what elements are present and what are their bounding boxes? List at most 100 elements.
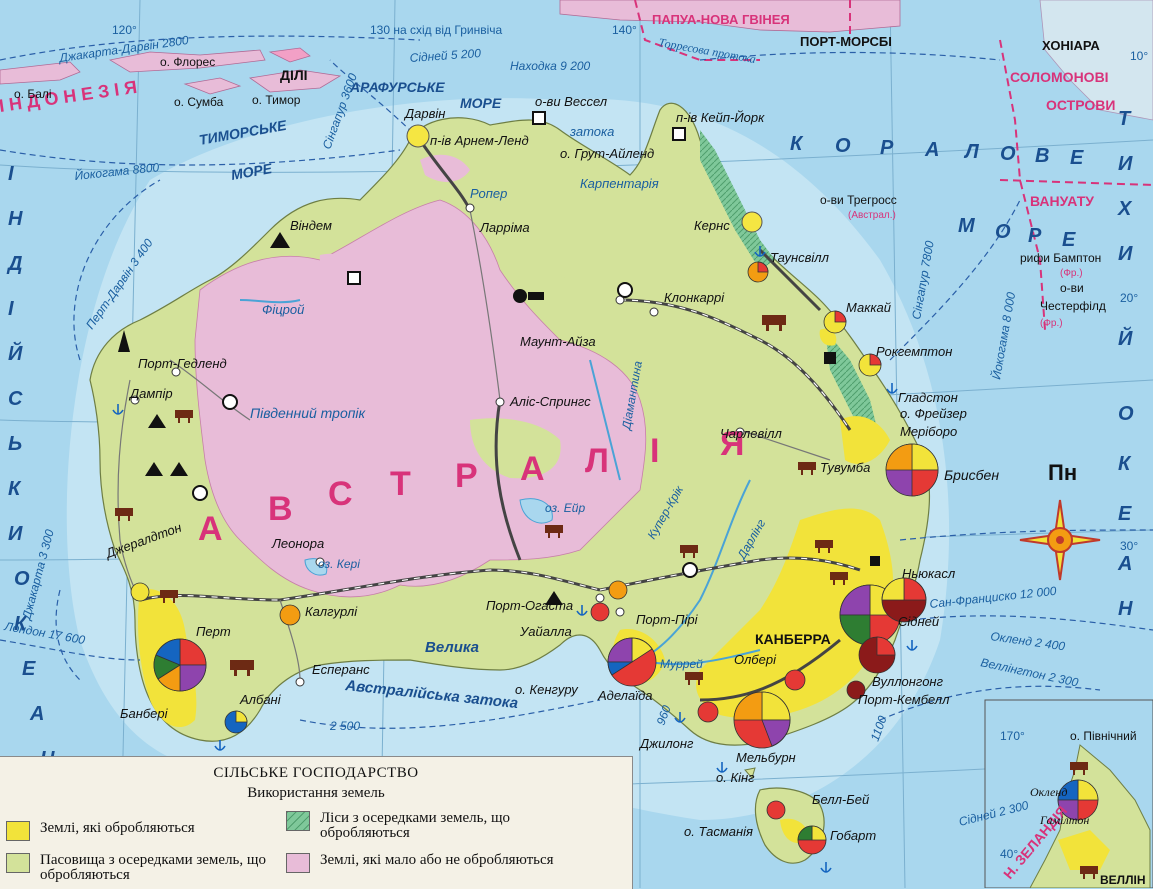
island-labels: о-ви Трегросс (Австрал.) рифи Бамптон (Ф…	[14, 55, 1146, 887]
legend-label-pasture: Пасовища з осередками земель, що обробля…	[40, 852, 266, 883]
ocean-letter: Х	[1117, 198, 1133, 220]
place-labels: Дарвін п-ів Арнем-Ленд о-ви Вессел о. Гр…	[102, 94, 999, 843]
legend-item-barren: Землі, які мало або не обробляються	[286, 853, 570, 873]
sea-letter: О	[1000, 143, 1016, 165]
label-tropic: Південний тропік	[250, 405, 367, 421]
label-timor: о. Тимор	[252, 93, 301, 107]
ocean-labels: І Н Д І Й С Ь К И О К Е А Н Т И Х И Й О …	[6, 108, 1134, 770]
label-albany: Албані	[239, 692, 282, 707]
label-lake-eyre: оз. Ейр	[545, 501, 585, 515]
label-wyndham: Віндем	[290, 218, 332, 233]
label-tasmania: о. Тасманія	[684, 824, 753, 839]
ocean-letter: О	[14, 568, 30, 590]
label-bell-bay: Белл-Бей	[812, 792, 869, 807]
label-cairns: Кернс	[694, 218, 730, 233]
lon-label-10: 10°	[1130, 49, 1148, 63]
label-augusta: Порт-Огаста	[486, 598, 573, 613]
label-hedland: Порт-Гедленд	[138, 356, 227, 371]
label-roper: Ропер	[470, 186, 507, 201]
route-2500: 2 500	[329, 719, 360, 733]
country-letter: Л	[585, 442, 609, 480]
label-gladstone: Гладстон	[898, 390, 958, 405]
country-letter: І	[650, 432, 659, 470]
legend-label-forest: Ліси з осередками земель, що обробляютьс…	[320, 810, 511, 841]
label-whyalla: Уайалла	[519, 624, 572, 639]
legend-item-pasture: Пасовища з осередками земель, що обробля…	[6, 853, 290, 883]
country-letter: Т	[390, 465, 411, 503]
label-toowoomba: Тувумба	[820, 460, 870, 475]
label-hamilton: Гамілтон	[1039, 813, 1089, 827]
ocean-letter: А	[1117, 553, 1132, 575]
pie-adelaide	[607, 637, 657, 687]
label-larrimah: Ларріма	[479, 220, 530, 235]
label-melbourne: Мельбурн	[736, 750, 796, 765]
sea-letter: В	[1035, 145, 1049, 167]
legend-swatch-barren	[286, 853, 310, 873]
legend-label-cultivated: Землі, які обробляються	[40, 820, 195, 836]
agri-centres	[130, 261, 1099, 855]
pie-wollongong	[858, 636, 896, 674]
label-leonora: Леонора	[271, 536, 324, 551]
label-lake-carey: оз. Кері	[318, 557, 360, 571]
maritime-boundaries	[634, 0, 1153, 331]
lon-label-170: 170°	[1000, 729, 1025, 743]
sea-letter: О	[835, 135, 851, 157]
label-adelaide: Аделаїда	[597, 688, 653, 703]
ocean-letter: И	[1118, 243, 1133, 265]
ocean-letter: И	[8, 523, 23, 545]
label-townsville: Таунсвілл	[770, 250, 830, 265]
country-letter: Р	[455, 457, 478, 495]
country-letter: А	[520, 450, 545, 488]
label-wellington: ВЕЛЛІН	[1100, 873, 1146, 887]
sea-letter: О	[995, 221, 1011, 243]
town-markers	[130, 203, 745, 687]
ocean-letter: Н	[8, 208, 23, 230]
lat-label-40: 40°	[1000, 847, 1018, 861]
label-groote: о. Грут-Айленд	[560, 146, 654, 161]
indonesia-islands	[0, 0, 1153, 121]
label-port-moresby: ПОРТ-МОРСБІ	[800, 34, 892, 49]
label-kembla: Порт-Кембелл	[858, 692, 950, 707]
legend-label-barren: Землі, які мало або не обробляються	[320, 852, 554, 868]
country-name: А В С Т Р А Л І Я	[198, 425, 744, 548]
label-tregross-note: (Австрал.)	[848, 210, 896, 221]
ocean-letter: И	[1118, 153, 1133, 175]
pie-brisbane	[885, 443, 939, 497]
label-chesterfield1: о-ви	[1060, 281, 1084, 295]
label-kangaroo: о. Кенгуру	[515, 682, 579, 697]
ocean-letter: Е	[1118, 503, 1132, 525]
city-circles	[406, 124, 763, 233]
ocean-letter: Н	[1118, 598, 1133, 620]
label-chesterfield2: Честерфілд	[1040, 299, 1106, 313]
label-canberra: КАНБЕРРА	[755, 631, 831, 647]
lon-label-140: 140°	[612, 23, 637, 37]
label-wollongong: Вуллонгонг	[872, 674, 944, 689]
ocean-letter: Т	[1118, 108, 1132, 130]
label-pirie: Порт-Пірі	[636, 612, 699, 627]
ocean-letter: А	[29, 703, 44, 725]
ocean-letter: Е	[22, 658, 36, 680]
label-flores: о. Флорес	[160, 55, 215, 69]
lake-eyre	[519, 498, 553, 524]
sea-letter: Е	[1070, 147, 1084, 169]
ocean-letter: І	[8, 298, 14, 320]
label-png: ПАПУА-НОВА ГВІНЕЯ	[652, 12, 790, 27]
label-mount-isa: Маунт-Айза	[520, 334, 596, 349]
sea-routes	[0, 35, 1153, 729]
label-esperance: Есперанс	[312, 662, 370, 677]
sea-letter: Р	[1028, 225, 1042, 247]
ocean-letter: К	[1118, 453, 1132, 475]
gulf-labels: затока Карпентарія	[569, 124, 659, 191]
ocean-letter: К	[14, 613, 28, 635]
country-letter: Я	[720, 425, 744, 463]
pie-auckland	[1057, 779, 1099, 821]
label-kalgoorlie: Калгурлі	[305, 604, 358, 619]
coral-sea-label: К О Р А Л О В Е М О Р Е	[790, 133, 1084, 251]
label-alice: Аліс-Спрингс	[509, 394, 591, 409]
label-darwin: Дарвін	[403, 106, 445, 121]
label-arnhem: п-ів Арнем-Ленд	[430, 133, 529, 148]
label-york: п-ів Кейп-Йорк	[676, 109, 765, 125]
barren-lands	[194, 199, 647, 598]
route-nakhodka: Находка 9 200	[510, 59, 591, 73]
